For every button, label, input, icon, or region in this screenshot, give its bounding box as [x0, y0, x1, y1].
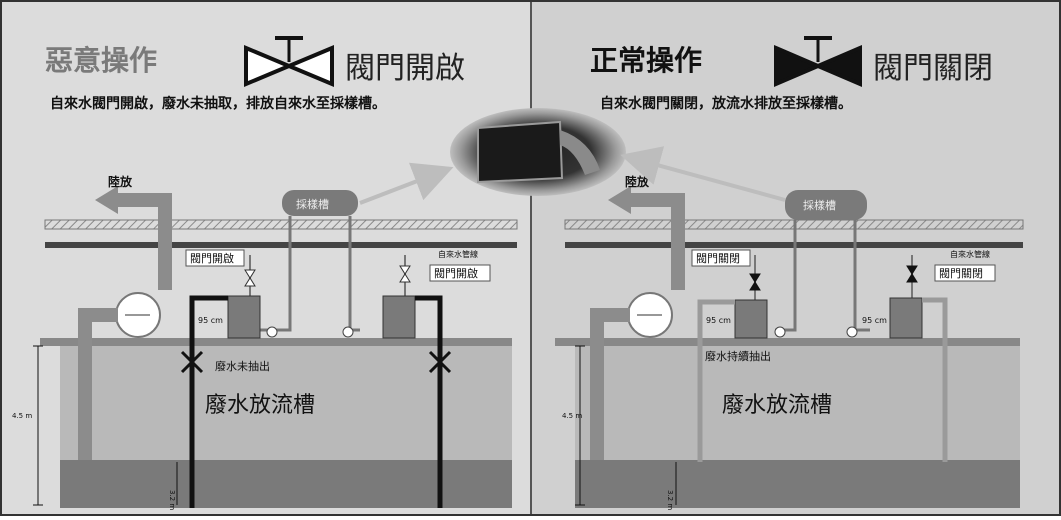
left-valve-state: 閥門開啟	[345, 51, 465, 86]
right-title: 正常操作	[590, 44, 702, 77]
right-intake-pipe-2	[922, 297, 948, 462]
valve-open-icon	[244, 36, 334, 88]
left-small-valve-1	[244, 255, 256, 296]
left-bottom-label: 3.2 m	[168, 490, 176, 510]
right-valve-tag-2	[934, 264, 996, 282]
left-depth-label: 95 cm	[198, 316, 223, 325]
left-tank-label: 廢水放流槽	[205, 393, 315, 418]
valve-closed-icon	[774, 36, 862, 88]
right-water-pipe-label: 自來水管線	[950, 249, 990, 259]
right-tank-label: 廢水放流槽	[722, 393, 832, 418]
left-subtitle: 自來水閥門開啟，廢水未抽取，排放自來水至採樣槽。	[50, 95, 386, 112]
right-small-valve-1	[749, 255, 761, 300]
right-valve-tag-1-label: 閥門關閉	[696, 252, 740, 265]
right-bottom-label: 3.2 m	[666, 490, 674, 510]
right-box-2	[889, 297, 923, 339]
left-height-label: 4.5 m	[12, 412, 32, 420]
right-pump-suction	[590, 308, 630, 460]
right-height-label: 4.5 m	[562, 412, 582, 420]
left-x-mark-1	[180, 350, 204, 374]
left-water-pipe-label: 自來水管線	[438, 249, 478, 259]
right-subtitle: 自來水閥門關閉，放流水排放至採樣槽。	[600, 95, 852, 112]
left-ceiling	[44, 219, 518, 230]
left-pump-label: 廢水未抽出	[215, 359, 270, 373]
sampling-photo-water	[560, 130, 600, 175]
arrow-icon	[608, 186, 631, 214]
left-ground	[40, 338, 512, 346]
left-valve-tag-2-label: 閥門開啟	[434, 266, 478, 280]
left-small-valve-2	[399, 255, 411, 296]
right-depth-label-2: 95 cm	[862, 316, 887, 325]
right-depth-label-1: 95 cm	[706, 316, 731, 325]
left-valve-tag-1-label: 閥門開啟	[190, 251, 234, 265]
left-discharge-pipe	[115, 193, 172, 290]
left-title: 惡意操作	[45, 44, 157, 77]
right-discharge-label: 陸放	[625, 174, 650, 189]
left-discharge-label: 陸放	[108, 174, 133, 189]
right-sampling-tank	[785, 190, 867, 220]
left-intake-pipe-1	[189, 295, 228, 508]
left-valve-tag-1	[185, 249, 245, 267]
left-box-2	[382, 295, 416, 339]
right-valve-tag-1	[691, 249, 751, 267]
right-tank-bottom	[575, 460, 1020, 508]
left-beam	[45, 242, 517, 248]
left-sampling-tank-label: 採樣槽	[296, 197, 329, 211]
left-pump-suction	[78, 308, 118, 460]
left-sampling-tank	[282, 190, 358, 216]
right-valve-state: 閥門關閉	[873, 51, 993, 86]
left-intake-pipe-2	[415, 295, 443, 508]
right-intake-pipe-1	[697, 299, 735, 462]
right-box-1	[734, 299, 768, 339]
right-pump-label: 廢水持續抽出	[705, 349, 771, 363]
arrow-icon	[95, 186, 118, 214]
right-sampling-tank-label: 採樣槽	[803, 198, 836, 212]
right-ground	[555, 338, 1020, 346]
left-box-1	[227, 295, 261, 339]
sampling-photo-frame	[477, 120, 564, 184]
left-tank-bottom	[60, 460, 512, 508]
left-valve-tag-2	[429, 264, 491, 282]
right-discharge-pipe	[628, 193, 685, 290]
left-x-mark-2	[428, 350, 452, 374]
right-valve-tag-2-label: 閥門關閉	[939, 267, 983, 280]
right-small-valve-2	[906, 255, 918, 298]
